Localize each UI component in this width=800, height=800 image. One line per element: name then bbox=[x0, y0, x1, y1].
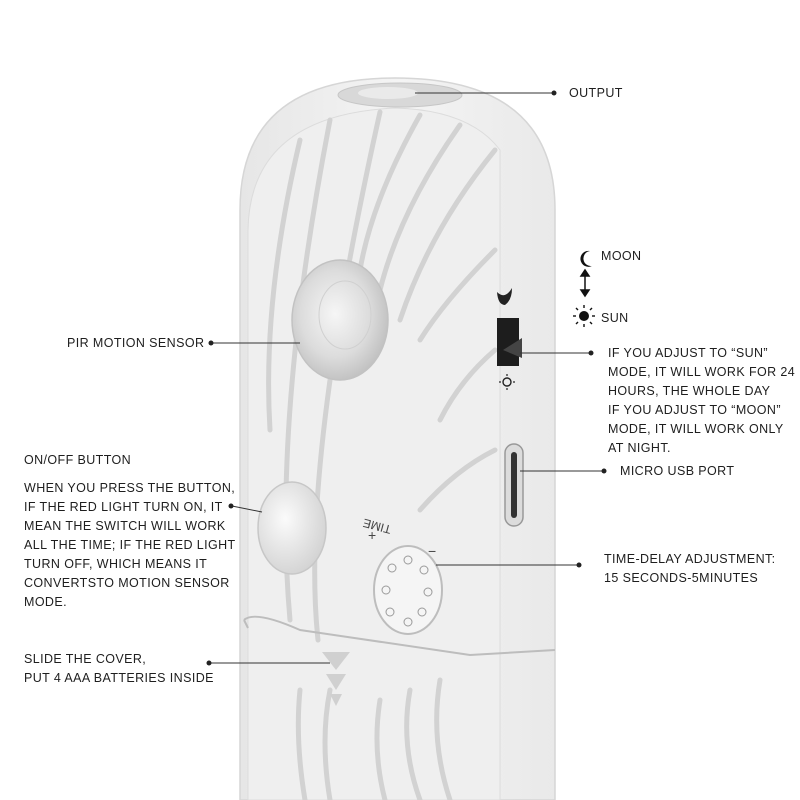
onoff-desc-line: ALL THE TIME; IF THE RED LIGHT bbox=[24, 538, 236, 552]
time-delay-line: TIME-DELAY ADJUSTMENT: bbox=[604, 552, 776, 566]
cover-line: PUT 4 AAA BATTERIES INSIDE bbox=[24, 671, 214, 685]
label-pir-motion-sensor: PIR MOTION SENSOR bbox=[67, 336, 205, 350]
label-micro-usb-port: MICRO USB PORT bbox=[620, 464, 735, 478]
label-on-off-button: ON/OFF BUTTON bbox=[24, 453, 132, 467]
switch-note-line: AT NIGHT. bbox=[608, 441, 671, 455]
cover-line: SLIDE THE COVER, bbox=[24, 652, 147, 666]
battery-cover bbox=[243, 615, 556, 706]
label-on-off-description: WHEN YOU PRESS THE BUTTON, IF THE RED LI… bbox=[24, 479, 236, 612]
mode-switch bbox=[497, 288, 522, 390]
switch-note-line: IF YOU ADJUST TO “MOON” bbox=[608, 403, 781, 417]
onoff-desc-line: IF THE RED LIGHT TURN ON, IT bbox=[24, 500, 223, 514]
moon-icon bbox=[580, 250, 592, 267]
switch-note-line: MODE, IT WILL WORK FOR 24 bbox=[608, 365, 796, 379]
label-moon: MOON bbox=[601, 249, 642, 263]
micro-usb-port bbox=[504, 443, 524, 527]
knob-minus-label: − bbox=[428, 543, 436, 559]
label-output: OUTPUT bbox=[569, 86, 623, 100]
switch-note-line: IF YOU ADJUST TO “SUN” bbox=[608, 346, 768, 360]
onoff-desc-line: MODE. bbox=[24, 595, 67, 609]
onoff-desc-line: TURN OFF, WHICH MEANS IT bbox=[24, 557, 208, 571]
onoff-desc-line: MEAN THE SWITCH WILL WORK bbox=[24, 519, 226, 533]
sun-icon bbox=[573, 305, 595, 327]
switch-note-line: HOURS, THE WHOLE DAY bbox=[608, 384, 771, 398]
label-switch-note: IF YOU ADJUST TO “SUN” MODE, IT WILL WOR… bbox=[608, 344, 795, 458]
label-sun: SUN bbox=[601, 311, 629, 325]
label-time-delay: TIME-DELAY ADJUSTMENT: 15 SECONDS-5MINUT… bbox=[604, 550, 776, 588]
output-window bbox=[337, 82, 463, 108]
label-battery-cover: SLIDE THE COVER, PUT 4 AAA BATTERIES INS… bbox=[24, 650, 214, 688]
onoff-desc-line: CONVERTSTO MOTION SENSOR bbox=[24, 576, 230, 590]
double-arrow-icon bbox=[579, 268, 591, 298]
leader-lines bbox=[206, 90, 607, 666]
pir-lens bbox=[291, 259, 389, 381]
onoff-desc-line: WHEN YOU PRESS THE BUTTON, bbox=[24, 481, 236, 495]
time-delay-line: 15 SECONDS-5MINUTES bbox=[604, 571, 759, 585]
on-off-button bbox=[257, 481, 327, 575]
knob-plus-label: + bbox=[368, 527, 376, 543]
switch-note-line: MODE, IT WILL WORK ONLY bbox=[608, 422, 784, 436]
